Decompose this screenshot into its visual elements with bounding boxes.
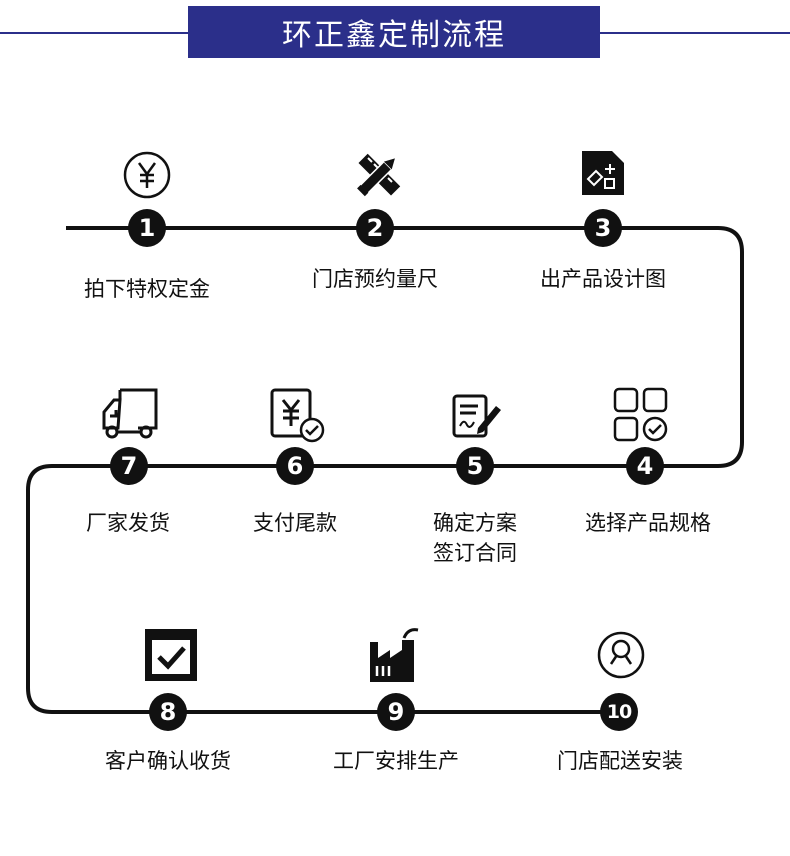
step-7-badge: 7: [110, 447, 148, 485]
step-6-label: 支付尾款: [253, 511, 337, 535]
title-rule-left: [0, 32, 188, 34]
flow-connector: [26, 226, 744, 714]
step-8-label: 客户确认收货: [105, 749, 231, 773]
grid-check-icon: [613, 387, 668, 442]
pencil-ruler-icon: [357, 153, 401, 197]
step-10-label: 门店配送安装: [557, 749, 683, 773]
step-4-label: 选择产品规格: [585, 511, 711, 535]
delivery-truck-icon: [102, 388, 158, 439]
factory-icon: [370, 628, 419, 682]
step-5-label-line-2: 签订合同: [433, 541, 517, 565]
title-rule-right: [600, 32, 790, 34]
contract-sign-icon: [452, 394, 501, 438]
page-title: 环正鑫定制流程: [188, 6, 600, 58]
design-shapes-icon: [582, 151, 624, 195]
step-2-badge: 2: [356, 209, 394, 247]
step-4-badge: 4: [626, 447, 664, 485]
step-3-badge: 3: [584, 209, 622, 247]
step-3-label: 出产品设计图: [540, 267, 666, 291]
step-7-label: 厂家发货: [86, 511, 170, 535]
step-2-label: 门店预约量尺: [312, 267, 438, 291]
step-5-label-line-1: 确定方案: [433, 511, 517, 535]
step-5-label: 确定方案 签订合同: [395, 508, 555, 568]
step-9-badge: 9: [377, 693, 415, 731]
step-1-label: 拍下特权定金: [84, 277, 210, 301]
yen-bill-check-icon: [270, 388, 325, 443]
checkbox-box-icon: [145, 629, 197, 681]
wrench-circle-icon: [597, 631, 645, 679]
step-1-badge: 1: [128, 209, 166, 247]
step-9-label: 工厂安排生产: [333, 749, 459, 773]
step-5-badge: 5: [456, 447, 494, 485]
step-8-badge: 8: [149, 693, 187, 731]
step-6-badge: 6: [276, 447, 314, 485]
yen-circle-icon: [123, 151, 171, 199]
step-10-badge: 10: [600, 693, 638, 731]
